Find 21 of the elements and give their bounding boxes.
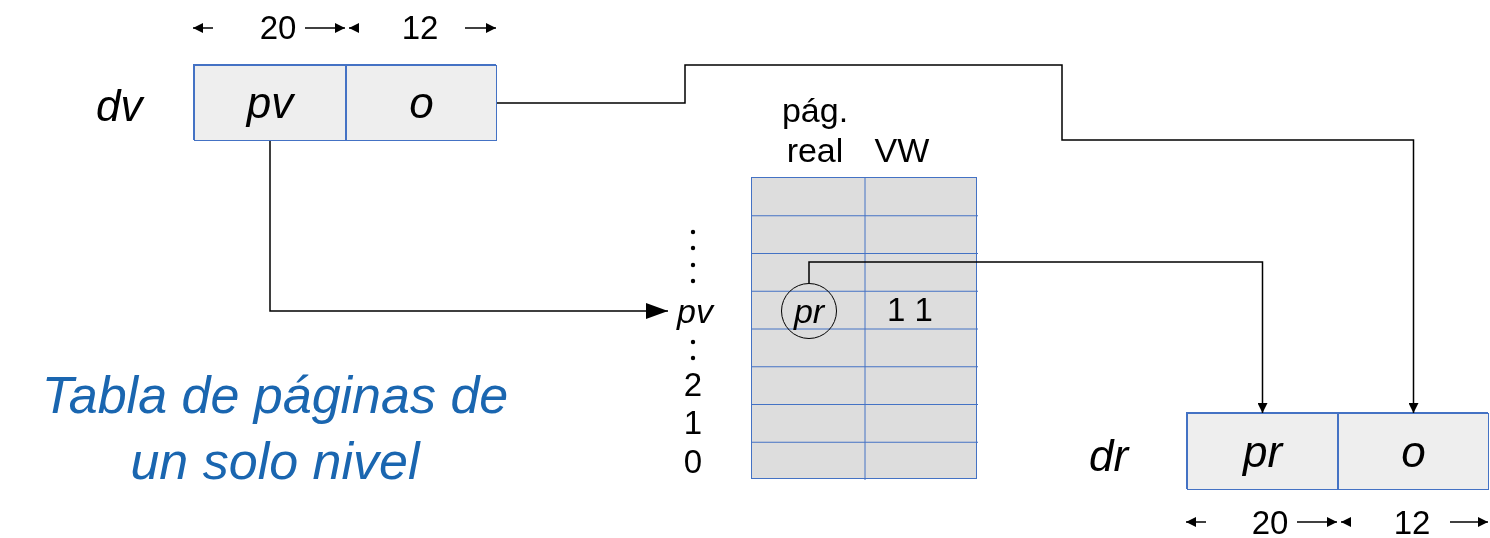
row-label: pv: [668, 290, 722, 332]
field-cell: pr: [1187, 413, 1338, 490]
dimension-value: 20: [259, 9, 297, 47]
column-header: VW: [873, 130, 931, 170]
arrow: [496, 64, 1419, 414]
column-header: pág. real: [780, 90, 850, 170]
register-name: dv: [96, 81, 143, 131]
field-cell: pv: [194, 65, 346, 141]
dimension-value: 12: [401, 9, 439, 47]
title: Tabla de páginas de un solo nivel: [40, 365, 510, 492]
dimension-value: 20: [1251, 504, 1289, 538]
row-number: 0: [683, 443, 703, 481]
row-number: 1: [683, 404, 703, 442]
arrow: [808, 261, 1268, 414]
arrow: [269, 140, 669, 319]
field-cell: o: [346, 65, 497, 141]
row-number: 2: [683, 366, 703, 404]
register-name: dr: [1089, 431, 1129, 481]
cell-value: 1 1: [887, 291, 933, 329]
field-cell: o: [1338, 413, 1489, 490]
dimension-value: 12: [1393, 504, 1431, 538]
